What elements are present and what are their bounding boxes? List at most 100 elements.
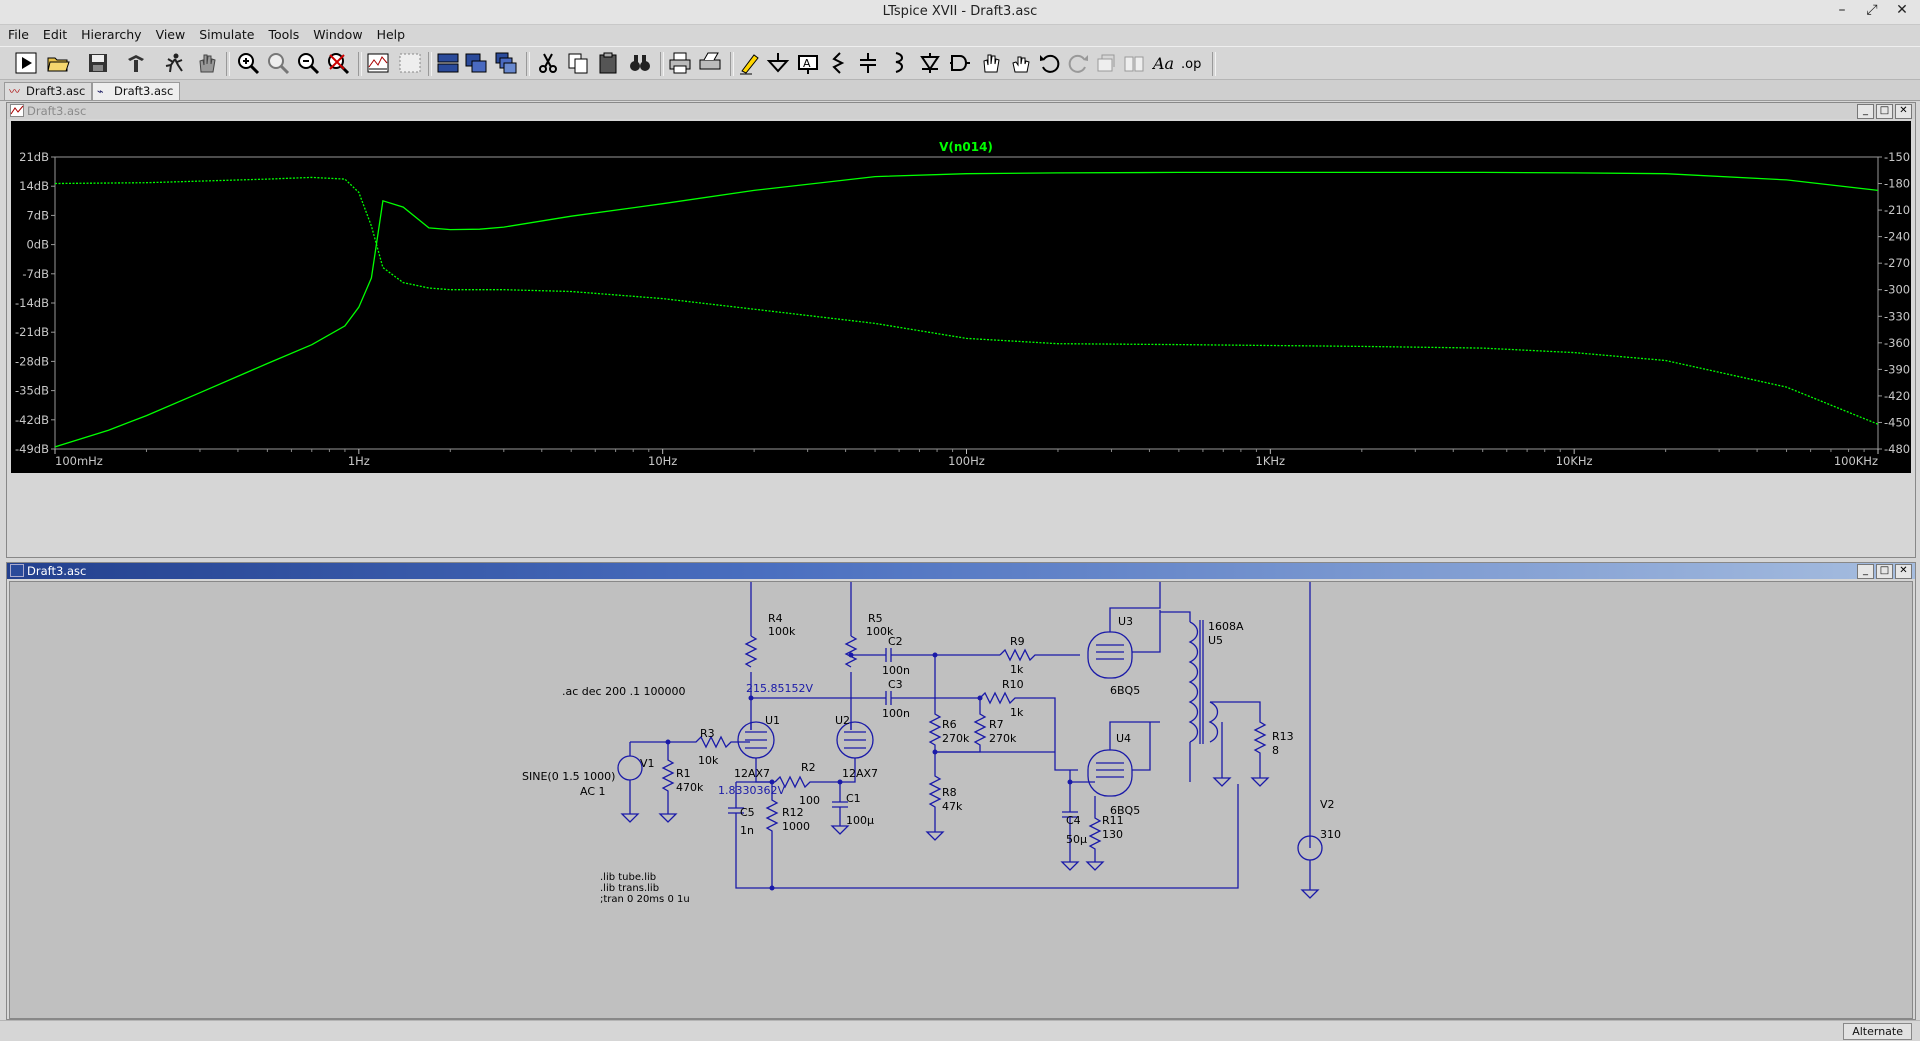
menu-tools[interactable]: Tools: [268, 27, 300, 42]
inductor-icon[interactable]: [886, 51, 910, 75]
subwin-close-button[interactable]: ✕: [1895, 564, 1912, 579]
menu-edit[interactable]: Edit: [42, 27, 68, 42]
label-C3[interactable]: C3: [888, 678, 903, 691]
label-V2[interactable]: V2: [1320, 798, 1335, 811]
value-R4[interactable]: 100k: [768, 625, 796, 638]
schematic-drawing[interactable]: R4 100k R5 100k C2 100n R9 1k U3 6BQ5 16…: [10, 582, 1912, 1018]
subwin-maximize-button[interactable]: □: [1876, 104, 1893, 119]
menu-hierarchy[interactable]: Hierarchy: [81, 27, 142, 42]
label-R4[interactable]: R4: [768, 612, 783, 625]
ground-icon[interactable]: [766, 51, 790, 75]
draw-wire-icon[interactable]: [738, 51, 762, 75]
label-R11[interactable]: R11: [1102, 814, 1124, 827]
value-C5[interactable]: 1n: [740, 824, 754, 837]
tab-waveform[interactable]: 〰Draft3.asc: [4, 82, 93, 100]
zoom-pan-icon[interactable]: [266, 51, 290, 75]
trace-label[interactable]: V(n014): [939, 140, 993, 154]
value-R10[interactable]: 1k: [1010, 706, 1024, 719]
lib-directive-tube[interactable]: .lib tube.lib: [600, 872, 656, 883]
halt-icon[interactable]: [162, 51, 186, 75]
value-C1[interactable]: 100µ: [846, 814, 874, 827]
label-U5[interactable]: U5: [1208, 634, 1223, 647]
value-C2[interactable]: 100n: [882, 664, 910, 677]
label-R12[interactable]: R12: [782, 806, 804, 819]
drag-icon[interactable]: [1008, 51, 1032, 75]
value-U4[interactable]: 6BQ5: [1110, 804, 1140, 817]
label-R6[interactable]: R6: [942, 718, 957, 731]
label-C5[interactable]: C5: [740, 806, 755, 819]
move-icon[interactable]: [978, 51, 1002, 75]
source-ac[interactable]: AC 1: [580, 785, 606, 798]
label-net-icon[interactable]: A: [796, 51, 820, 75]
label-1608A[interactable]: 1608A: [1208, 620, 1244, 633]
label-R7[interactable]: R7: [989, 718, 1004, 731]
label-U1[interactable]: U1: [765, 714, 780, 727]
subwin-close-button[interactable]: ✕: [1895, 104, 1912, 119]
value-R1[interactable]: 470k: [676, 781, 704, 794]
value-R13[interactable]: 8: [1272, 744, 1279, 757]
tile-horizontal-icon[interactable]: [436, 51, 460, 75]
ac-directive[interactable]: .ac dec 200 .1 100000: [562, 685, 686, 698]
tile-vertical-icon[interactable]: [464, 51, 488, 75]
close-button[interactable]: ✕: [1896, 2, 1908, 18]
undo-icon[interactable]: [1038, 51, 1062, 75]
spice-directive-icon[interactable]: .op: [1180, 51, 1204, 75]
label-R5[interactable]: R5: [868, 612, 883, 625]
rotate-icon[interactable]: [1094, 51, 1118, 75]
zoom-fit-icon[interactable]: [326, 51, 350, 75]
label-R10[interactable]: R10: [1002, 678, 1024, 691]
redo-icon[interactable]: [1066, 51, 1090, 75]
capacitor-icon[interactable]: [856, 51, 880, 75]
menu-window[interactable]: Window: [313, 27, 363, 42]
label-U3[interactable]: U3: [1118, 615, 1133, 628]
mirror-icon[interactable]: [1122, 51, 1146, 75]
cascade-icon[interactable]: [494, 51, 518, 75]
value-R8[interactable]: 47k: [942, 800, 963, 813]
tran-comment[interactable]: ;tran 0 20ms 0 1u: [600, 894, 690, 905]
value-R9[interactable]: 1k: [1010, 663, 1024, 676]
run-icon[interactable]: [14, 51, 38, 75]
bode-plot[interactable]: 21dB14dB7dB0dB-7dB-14dB-21dB-28dB-35dB-4…: [11, 121, 1916, 473]
value-U1[interactable]: 12AX7: [734, 767, 770, 780]
autorange-icon[interactable]: [366, 51, 390, 75]
value-R6[interactable]: 270k: [942, 732, 970, 745]
label-R2[interactable]: R2: [801, 761, 816, 774]
label-U2[interactable]: U2: [835, 714, 850, 727]
open-icon[interactable]: [46, 51, 70, 75]
hand-icon[interactable]: [194, 51, 218, 75]
menu-help[interactable]: Help: [376, 27, 406, 42]
label-V1[interactable]: V1: [640, 757, 655, 770]
label-C2[interactable]: C2: [888, 635, 903, 648]
zoom-in-icon[interactable]: [236, 51, 260, 75]
value-R7[interactable]: 270k: [989, 732, 1017, 745]
maximize-button[interactable]: ⤢: [1866, 2, 1878, 18]
menu-file[interactable]: File: [8, 27, 29, 42]
value-R5[interactable]: 100k: [866, 625, 894, 638]
component-icon[interactable]: [948, 51, 972, 75]
label-C4[interactable]: C4: [1066, 814, 1081, 827]
label-R8[interactable]: R8: [942, 786, 957, 799]
print-icon[interactable]: [668, 51, 692, 75]
find-icon[interactable]: [628, 51, 652, 75]
value-R11[interactable]: 130: [1102, 828, 1123, 841]
subwin-maximize-button[interactable]: □: [1876, 564, 1893, 579]
label-R13[interactable]: R13: [1272, 730, 1294, 743]
text-icon[interactable]: Aa: [1151, 51, 1176, 75]
copy-icon[interactable]: [566, 51, 590, 75]
value-V2[interactable]: 310: [1320, 828, 1341, 841]
source-sine[interactable]: SINE(0 1.5 1000): [522, 770, 615, 783]
menu-view[interactable]: View: [155, 27, 186, 42]
value-U2[interactable]: 12AX7: [842, 767, 878, 780]
resistor-icon[interactable]: [826, 51, 850, 75]
label-R9[interactable]: R9: [1010, 635, 1025, 648]
value-R12[interactable]: 1000: [782, 820, 810, 833]
diode-icon[interactable]: [918, 51, 942, 75]
value-C3[interactable]: 100n: [882, 707, 910, 720]
node-voltage-1[interactable]: 215.85152V: [746, 682, 813, 695]
lib-directive-trans[interactable]: .lib trans.lib: [600, 883, 659, 894]
save-icon[interactable]: [86, 51, 110, 75]
print-setup-icon[interactable]: [698, 51, 722, 75]
value-R3[interactable]: 10k: [698, 754, 719, 767]
label-R3[interactable]: R3: [700, 727, 715, 740]
